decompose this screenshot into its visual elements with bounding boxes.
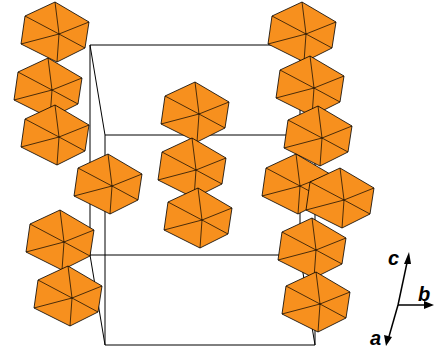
axis-label: a: [370, 328, 381, 348]
axis-label: b: [418, 284, 430, 304]
axis-label: c: [388, 248, 399, 268]
octahedra: [14, 2, 374, 332]
